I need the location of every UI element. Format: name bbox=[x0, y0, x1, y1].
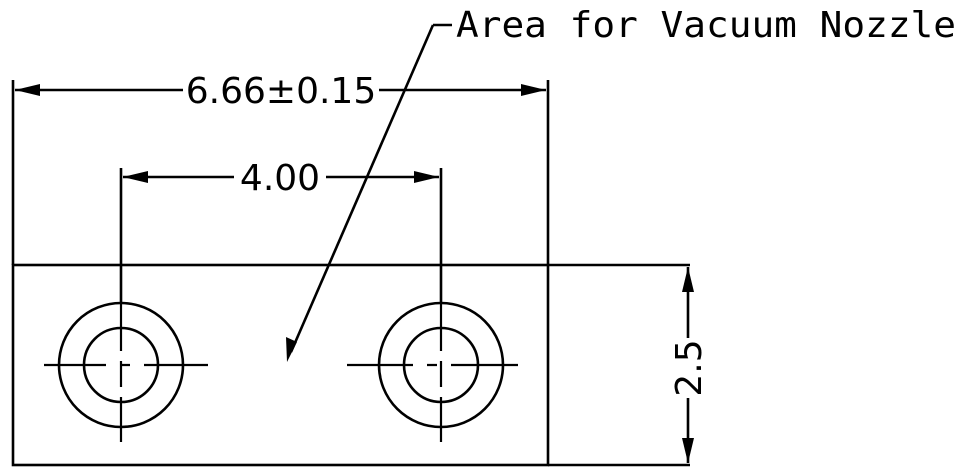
hole-spacing-dimension: 4.00 bbox=[119, 156, 443, 303]
right-mounting-hole bbox=[347, 301, 518, 442]
callout-arrowhead bbox=[286, 337, 297, 362]
component-outline bbox=[11, 263, 690, 467]
callout-leader-line bbox=[289, 24, 435, 353]
arrowhead-left bbox=[123, 171, 148, 183]
height-label: 2.5 bbox=[669, 339, 710, 396]
arrowhead-left bbox=[15, 84, 40, 96]
hole-spacing-label: 4.00 bbox=[240, 158, 320, 199]
callout-label: Area for Vacuum Nozzle bbox=[456, 5, 956, 46]
overall-width-dimension: 6.66±0.15 bbox=[11, 68, 550, 265]
component-body bbox=[11, 263, 550, 467]
arrowhead-bottom bbox=[682, 438, 694, 463]
arrowhead-right bbox=[521, 84, 546, 96]
arrowhead-top bbox=[682, 267, 694, 292]
arrowhead-right bbox=[414, 171, 439, 183]
height-dimension: 2.5 bbox=[667, 267, 710, 463]
left-mounting-hole bbox=[44, 301, 211, 442]
vacuum-nozzle-callout: Area for Vacuum Nozzle bbox=[286, 5, 956, 362]
overall-width-label: 6.66±0.15 bbox=[186, 71, 376, 112]
